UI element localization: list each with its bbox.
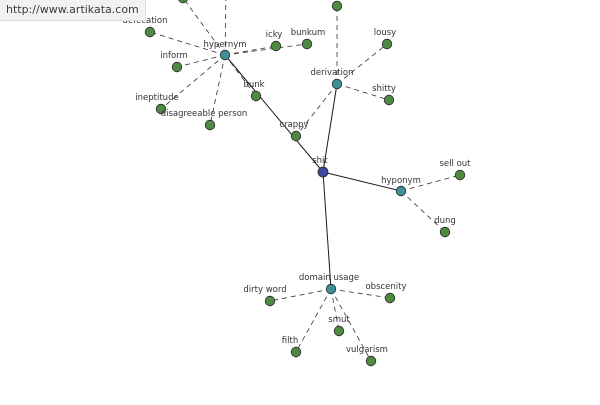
edge-domain-usage-obscenity [330,288,391,299]
word-label-shitty[interactable]: shitty [372,84,396,94]
word-label-lousy[interactable]: lousy [374,28,396,38]
edge-root-hyponym [322,171,402,192]
word-node-icky[interactable] [270,40,282,52]
relation-node-hypernym[interactable] [219,49,231,61]
edge-root-hypernym [224,54,324,173]
word-label-smut[interactable]: smut [328,315,350,325]
root-label-shit[interactable]: shit [312,156,328,166]
word-label-filth[interactable]: filth [282,336,298,346]
edge-root-domain-usage [322,171,332,290]
word-label-icky[interactable]: icky [266,30,283,40]
word-node-dung[interactable] [439,226,451,238]
edge-hypernym-bunkum [224,43,308,56]
edge-domain-usage-dirty-word [269,288,332,302]
word-label-disagreeable-person[interactable]: disagreeable person [161,109,248,119]
word-node-inform[interactable] [171,61,183,73]
word-node-disagreeable-person[interactable] [204,119,216,131]
word-label-vulgarism[interactable]: vulgarism [346,345,388,355]
word-node-ineptitude[interactable] [155,103,167,115]
word-label-ineptitude[interactable]: ineptitude [135,93,178,103]
word-node-bunkum[interactable] [301,38,313,50]
relation-label-hypernym[interactable]: hypernym [203,40,246,50]
word-node-shitty[interactable] [383,94,395,106]
relation-label-hyponym[interactable]: hyponym [381,176,421,186]
edge-hypernym-disagreeable-person [209,54,226,126]
word-node-crappy[interactable] [290,130,302,142]
word-node-sell-out[interactable] [454,169,466,181]
graph-edges [149,0,461,362]
edge-domain-usage-vulgarism [330,288,372,362]
source-url-watermark[interactable]: http://www.artikata.com [0,0,146,21]
word-node-der-extra[interactable] [331,0,343,12]
edge-domain-usage-smut [330,288,340,332]
edge-hypernym-ineptitude [160,54,226,110]
relation-node-domain-usage[interactable] [325,283,337,295]
root-node-shit[interactable] [317,166,329,178]
edge-hypernym-defecation [149,31,226,56]
word-label-inform[interactable]: inform [160,51,188,61]
word-label-bunk[interactable]: bunk [243,80,264,90]
word-node-bunk[interactable] [250,90,262,102]
graph-nodes [144,0,466,367]
edge-hyponym-dung [400,190,446,233]
word-node-defecation[interactable] [144,26,156,38]
word-node-hyp-extra-1[interactable] [178,0,188,4]
word-label-sell-out[interactable]: sell out [439,159,471,169]
word-label-defecation[interactable]: defecation [122,16,167,26]
word-node-dirty-word[interactable] [264,295,276,307]
word-node-lousy[interactable] [381,38,393,50]
edge-hypernym-hyp-extra-2 [224,0,227,56]
edge-hypernym-hyp-extra-1 [183,0,226,56]
relation-node-hyponym[interactable] [395,185,407,197]
word-label-dirty-word[interactable]: dirty word [243,285,286,295]
edge-hyponym-sell-out [400,174,461,192]
word-node-obscenity[interactable] [384,292,396,304]
graph-labels: defecation inform ineptitude disagreeable p… [122,16,471,355]
relation-label-domain-usage[interactable]: domain usage [299,273,359,283]
word-label-crappy[interactable]: crappy [279,120,308,130]
word-label-bunkum[interactable]: bunkum [291,28,326,38]
word-node-filth[interactable] [290,346,302,358]
word-node-vulgarism[interactable] [365,355,377,367]
word-node-smut[interactable] [333,325,345,337]
edge-derivation-lousy [336,43,388,85]
edge-domain-usage-filth [295,288,332,353]
relation-label-derivation[interactable]: derivation [310,68,353,78]
word-label-obscenity[interactable]: obscenity [365,282,406,292]
edge-derivation-crappy [295,83,338,137]
word-label-dung[interactable]: dung [434,216,456,226]
relation-node-derivation[interactable] [331,78,343,90]
edge-derivation-shitty [336,83,390,101]
edge-root-derivation [322,83,338,173]
